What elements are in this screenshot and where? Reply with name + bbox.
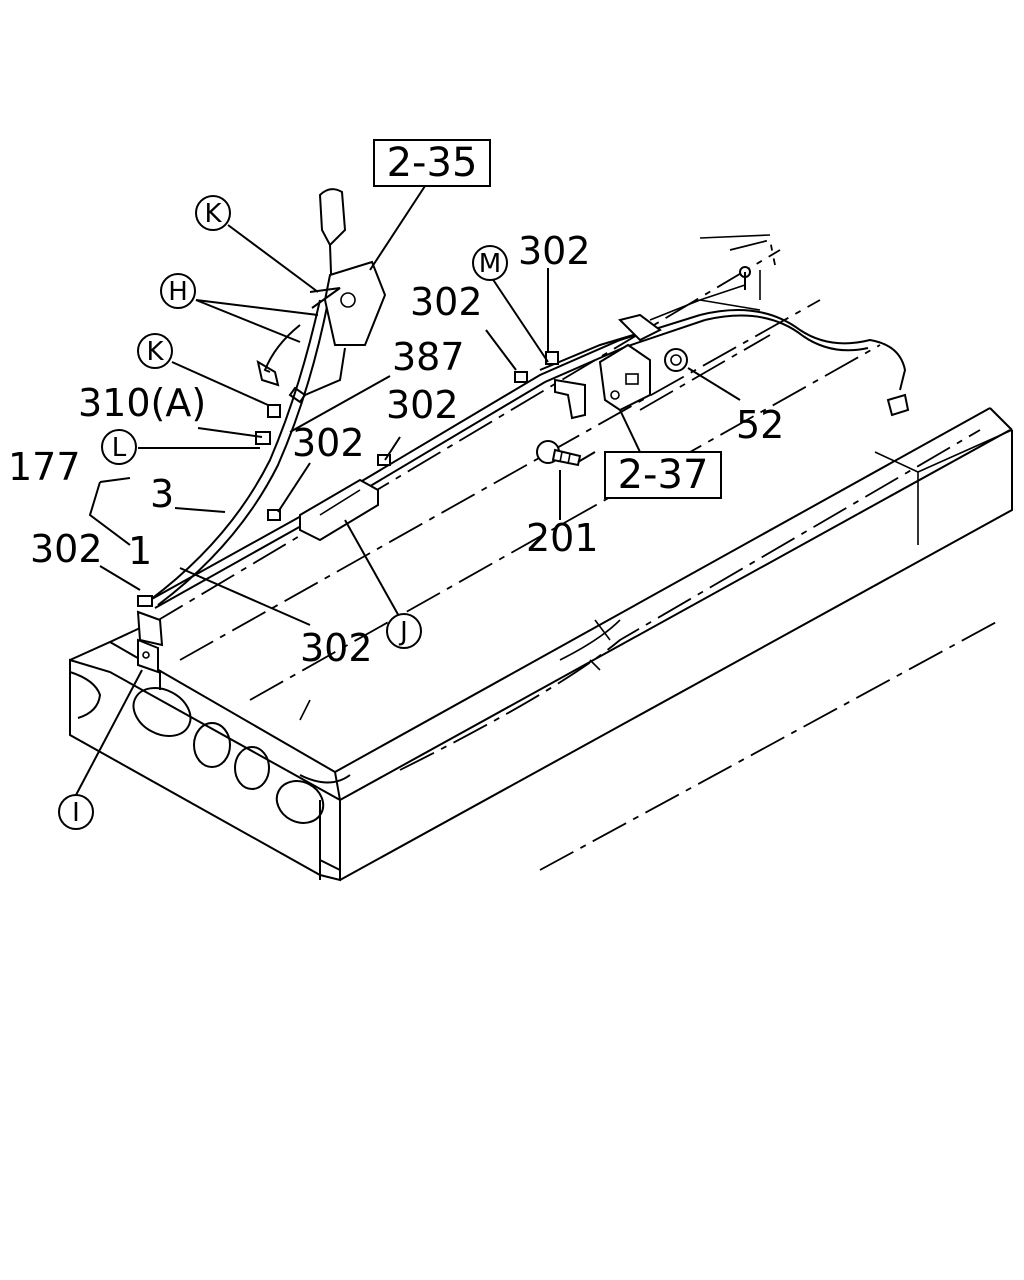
callout-k-mid: K	[137, 333, 173, 369]
part-302-bottom: 302	[300, 626, 373, 670]
part-302-upper: 302	[410, 280, 483, 324]
cable-clips	[137, 351, 559, 607]
frame-rail	[69, 407, 1013, 882]
part-302-top-right: 302	[518, 229, 591, 273]
part-387: 387	[392, 335, 465, 379]
part-310a: 310(A)	[78, 381, 206, 425]
callout-l-label: L	[112, 433, 127, 463]
body-floor-outline	[149, 234, 1001, 871]
callout-k-mid-label: K	[146, 337, 164, 367]
lever-assembly	[256, 188, 387, 404]
callout-m: M	[472, 245, 508, 281]
part-1: 1	[128, 529, 152, 573]
part-52: 52	[736, 403, 784, 447]
callout-j: J	[386, 613, 422, 649]
callout-k-top-label: K	[204, 199, 222, 229]
ref-2-35-label: 2-35	[387, 140, 478, 186]
part-302-left: 302	[30, 527, 103, 571]
callout-l: L	[101, 429, 137, 465]
part-177: 177	[8, 445, 81, 489]
callout-i: I	[58, 794, 94, 830]
ref-box-2-37: 2-37	[604, 451, 722, 499]
part-number-labels: 302 302 387 310(A) 302 302 177 3 302 1 3…	[8, 229, 784, 670]
ref-box-2-35: 2-35	[373, 139, 491, 187]
bolt-201	[536, 440, 582, 467]
part-302-mid: 302	[292, 421, 365, 465]
ref-2-37-label: 2-37	[618, 452, 709, 498]
connector-right	[886, 393, 910, 417]
callout-h-label: H	[168, 277, 188, 307]
nut-52	[664, 348, 688, 372]
callout-j-label: J	[398, 617, 408, 647]
leader-lines	[75, 185, 741, 796]
part-302-mid-right: 302	[386, 383, 459, 427]
callout-i-label: I	[72, 798, 80, 828]
callout-h: H	[160, 273, 196, 309]
part-201: 201	[526, 516, 599, 560]
part-3: 3	[150, 472, 174, 516]
callout-m-label: M	[479, 249, 501, 279]
callout-k-top: K	[195, 195, 231, 231]
brackets	[136, 266, 751, 674]
brake-cables	[149, 299, 907, 609]
